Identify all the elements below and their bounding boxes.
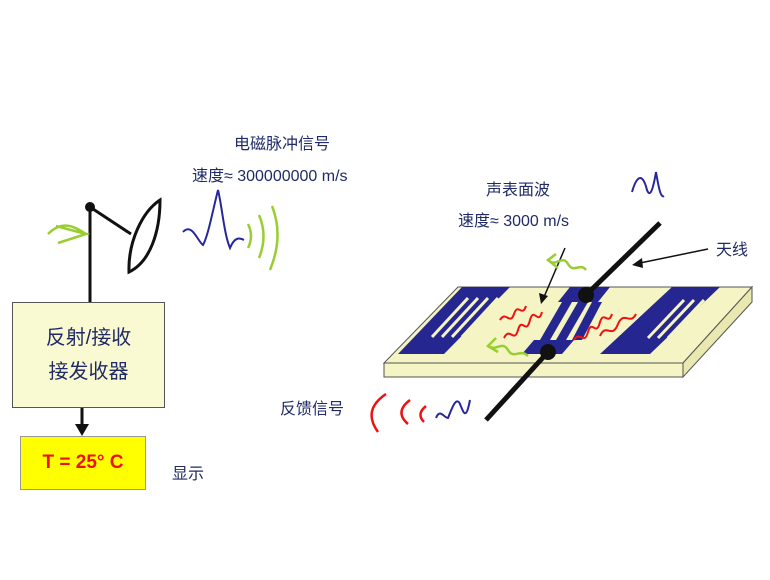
antenna-label: 天线 (716, 242, 749, 259)
saw-speed-label: 速度≈ 3000 m/s (458, 213, 570, 230)
temperature-display: T = 25° C (20, 436, 146, 490)
antenna-top-node (578, 287, 594, 303)
transceiver-line1: 反射/接收 (45, 327, 132, 349)
temperature-value: T = 25° C (42, 452, 124, 473)
saw-pointer (543, 247, 566, 298)
saw-wave-red (503, 311, 543, 339)
em-pulse-wave (182, 189, 245, 251)
wavefront-arc (246, 223, 253, 249)
em-speed-label: 速度≈ 300000000 m/s (192, 168, 348, 185)
display-label: 显示 (172, 466, 205, 483)
wavefront-arc (268, 205, 279, 271)
antenna-rod-lower (484, 350, 550, 422)
substrate-side (682, 285, 753, 379)
transceiver-box: 反射/接收 接发收器 (12, 302, 165, 408)
feedback-pulse-wave (435, 399, 471, 420)
saw-wave-red (499, 305, 527, 321)
reader-pivot (85, 202, 95, 212)
antenna-bottom-node (540, 344, 556, 360)
saw-pointer-head (539, 293, 548, 304)
saw-label: 声表面波 (486, 182, 551, 199)
left-reflector-gaps (430, 296, 508, 339)
reader-arm (89, 205, 132, 236)
saw-wave-red (573, 313, 613, 341)
feedback-wave (370, 392, 387, 433)
antenna-pointer-head (632, 258, 643, 268)
feedback-wave (419, 405, 427, 423)
em-pulse-label: 电磁脉冲信号 (234, 136, 331, 153)
saw-wave-red (599, 313, 637, 337)
incoming-arrow-icon (47, 224, 91, 245)
saw-wave-arrow-head (545, 253, 559, 269)
antenna-rod (584, 221, 662, 297)
feedback-label: 反馈信号 (280, 401, 345, 418)
incoming-pulse-wave (631, 171, 665, 198)
wavefront-arc (257, 214, 265, 259)
saw-wave-arrow (547, 259, 587, 271)
right-reflector-gaps (646, 298, 720, 340)
output-arrow-head (75, 424, 89, 436)
feedback-wave (400, 399, 411, 425)
antenna-pointer (639, 248, 709, 264)
idt-fingers (540, 302, 602, 340)
saw-wave-arrow-head (485, 337, 499, 354)
saw-wave-arrow (487, 344, 529, 357)
reader-dish-icon (127, 197, 162, 275)
transceiver-line2: 接发收器 (48, 361, 129, 383)
